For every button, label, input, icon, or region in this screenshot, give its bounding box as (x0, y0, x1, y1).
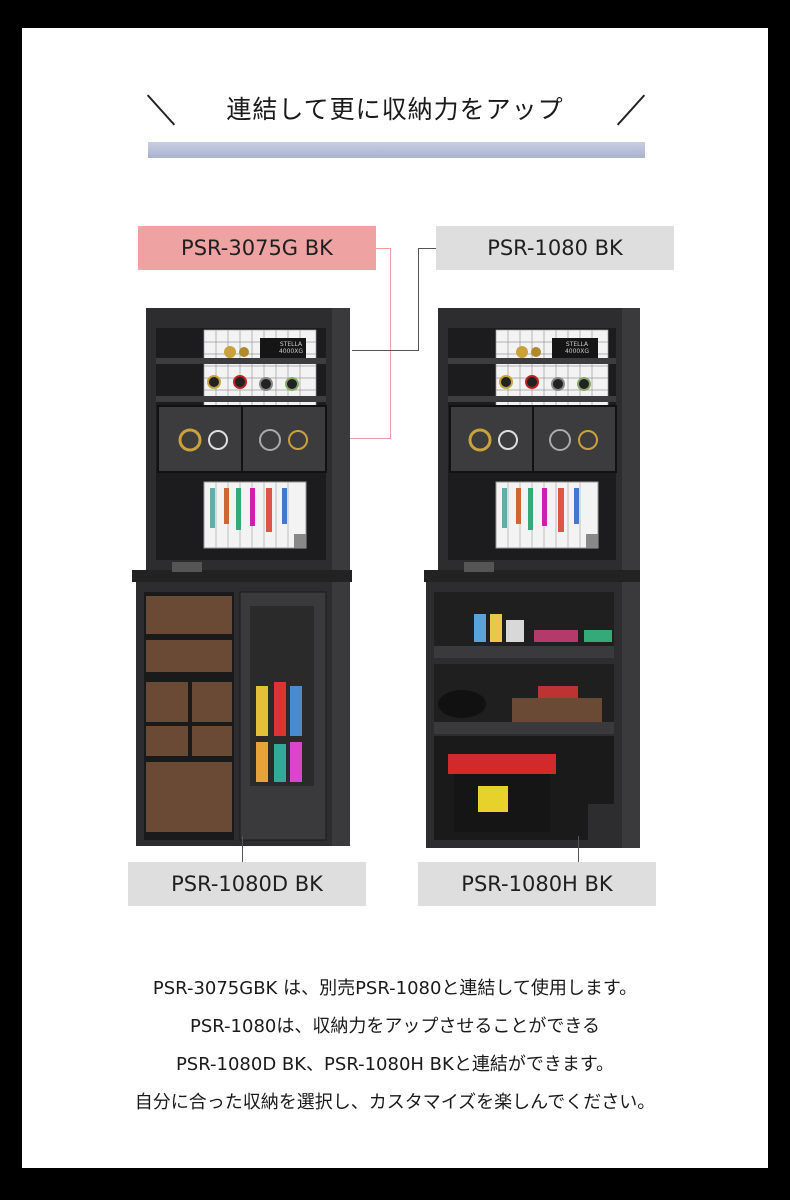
product-box-label-right: STELLA 4000XG (552, 341, 602, 355)
product-box-brand-right: STELLA (565, 341, 589, 348)
connector-line-gray-bottom (352, 350, 419, 351)
product-box-model-left: 4000XG (278, 348, 304, 355)
connector-line-pink-top (376, 248, 391, 249)
product-box-label-left: STELLA 4000XG (266, 341, 316, 355)
label-psr-1080h-bk: PSR-1080H BK (418, 862, 656, 906)
shelf-unit-right (424, 308, 640, 848)
heading-title: 連結して更に収納力をアップ (226, 95, 564, 124)
connector-line-gray-top (418, 248, 436, 249)
description-line-1: PSR-3075GBK は、別売PSR-1080と連結して使用します。 (152, 978, 638, 999)
product-box-brand-left: STELLA (279, 341, 303, 348)
shelf-unit-left (132, 308, 352, 846)
label-psr-1080-bk: PSR-1080 BK (436, 226, 674, 270)
label-psr-1080d-bk: PSR-1080D BK (128, 862, 366, 906)
page: 連結して更に収納力をアップ PSR-3075G BK PSR-1080 BK (22, 28, 768, 1168)
product-box-model-right: 4000XG (564, 348, 590, 355)
connector-line-pink-vertical (390, 248, 391, 438)
heading-underline-bar (148, 142, 645, 158)
connector-line-gray-vertical (418, 248, 419, 350)
connector-line-bottom-left (242, 836, 243, 868)
description-line-2: PSR-1080は、収納力をアップさせることができる (190, 1016, 600, 1037)
section-heading: 連結して更に収納力をアップ (22, 86, 768, 126)
connector-line-bottom-right (578, 836, 579, 868)
description-line-4: 自分に合った収納を選択し、カスタマイズを楽しんでください。 (134, 1092, 656, 1113)
description-line-3: PSR-1080D BK、PSR-1080H BKと連結ができます。 (175, 1054, 615, 1075)
label-psr-3075g-bk: PSR-3075G BK (138, 226, 376, 270)
connector-line-pink-bottom (322, 438, 391, 439)
